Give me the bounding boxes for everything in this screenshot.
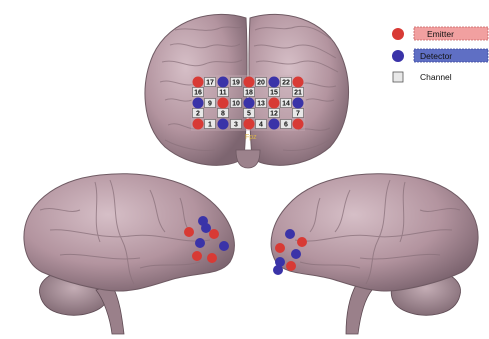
channel-legend-label: Channel [420,72,452,82]
emitter-optode [297,237,307,247]
detector-optode [269,77,280,88]
detector-optode [293,98,304,109]
channel-number: 7 [296,111,300,118]
detector-optode [195,238,205,248]
emitter-optode [293,77,304,88]
channel-box: 12 [269,109,280,118]
legend-channel: Channel [393,72,452,82]
detector-optode [269,119,280,130]
probe-grid: 17192022161118152191013142851271346 [191,75,305,131]
brain-right-lateral-view [271,174,478,334]
detector-optode [285,229,295,239]
emitter-optode [244,77,255,88]
detector-legend-label: Detector [420,51,452,61]
emitter-optode [244,119,255,130]
detector-optode [218,77,229,88]
emitter-optode [207,253,217,263]
legend: Emitter Detector Channel [392,27,488,82]
channel-box: 6 [281,120,292,129]
channel-number: 3 [234,122,238,129]
channel-number: 14 [282,101,290,108]
channel-number: 13 [257,101,265,108]
channel-number: 1 [208,122,212,129]
channel-number: 19 [232,80,240,87]
detector-optode [244,98,255,109]
detector-optode [291,249,301,259]
channel-box: 5 [244,109,255,118]
cerebrum-right [271,174,478,291]
emitter-optode [193,77,204,88]
channel-box: 15 [269,88,280,97]
emitter-optode [218,98,229,109]
emitter-optode [269,98,280,109]
channel-number: 4 [259,122,263,129]
channel-number: 15 [270,90,278,97]
channel-box: 11 [218,88,229,97]
brainstem-left [96,285,124,334]
channel-number: 9 [208,101,212,108]
channel-number: 16 [194,90,202,97]
legend-emitter: Emitter [392,27,488,40]
channel-number: 22 [282,80,290,87]
channel-box: 16 [193,88,204,97]
emitter-optode [286,261,296,271]
channel-number: 8 [221,111,225,118]
detector-legend-marker [392,50,404,62]
emitter-optode [184,227,194,237]
detector-optode [193,98,204,109]
channel-number: 21 [294,90,302,97]
brainstem-right [346,285,372,334]
cerebrum-left [24,174,234,291]
channel-number: 5 [247,111,251,118]
emitter-optode [209,229,219,239]
channel-box: 20 [256,78,267,87]
detector-optode [219,241,229,251]
channel-box: 22 [281,78,292,87]
channel-box: 18 [244,88,255,97]
channel-number: 20 [257,80,265,87]
channel-number: 6 [284,122,288,129]
channel-box: 13 [256,99,267,108]
channel-box: 17 [205,78,216,87]
channel-box: 14 [281,99,292,108]
channel-number: 2 [196,111,200,118]
channel-box: 1 [205,120,216,129]
channel-box: 3 [231,120,242,129]
brainstem [236,150,260,168]
emitter-legend-label: Emitter [427,29,454,39]
legend-detector: Detector [392,49,488,62]
emitter-optode [193,119,204,130]
channel-box: 2 [193,109,204,118]
channel-box: 9 [205,99,216,108]
fpz-landmark-label: Fpz [245,134,257,141]
channel-box: 21 [293,88,304,97]
emitter-optode [293,119,304,130]
channel-box: 4 [256,120,267,129]
emitter-legend-marker [392,28,404,40]
detector-optode [273,265,283,275]
channel-number: 11 [219,90,227,97]
channel-box: 7 [293,109,304,118]
channel-number: 10 [232,101,240,108]
detector-optode [201,223,211,233]
channel-box: 19 [231,78,242,87]
channel-number: 18 [245,90,253,97]
channel-box: 10 [231,99,242,108]
channel-legend-marker [393,72,403,82]
channel-box: 8 [218,109,229,118]
channel-number: 12 [270,111,278,118]
brain-left-lateral-view [24,174,234,334]
emitter-optode [275,243,285,253]
emitter-optode [192,251,202,261]
channel-number: 17 [206,80,214,87]
detector-optode [218,119,229,130]
